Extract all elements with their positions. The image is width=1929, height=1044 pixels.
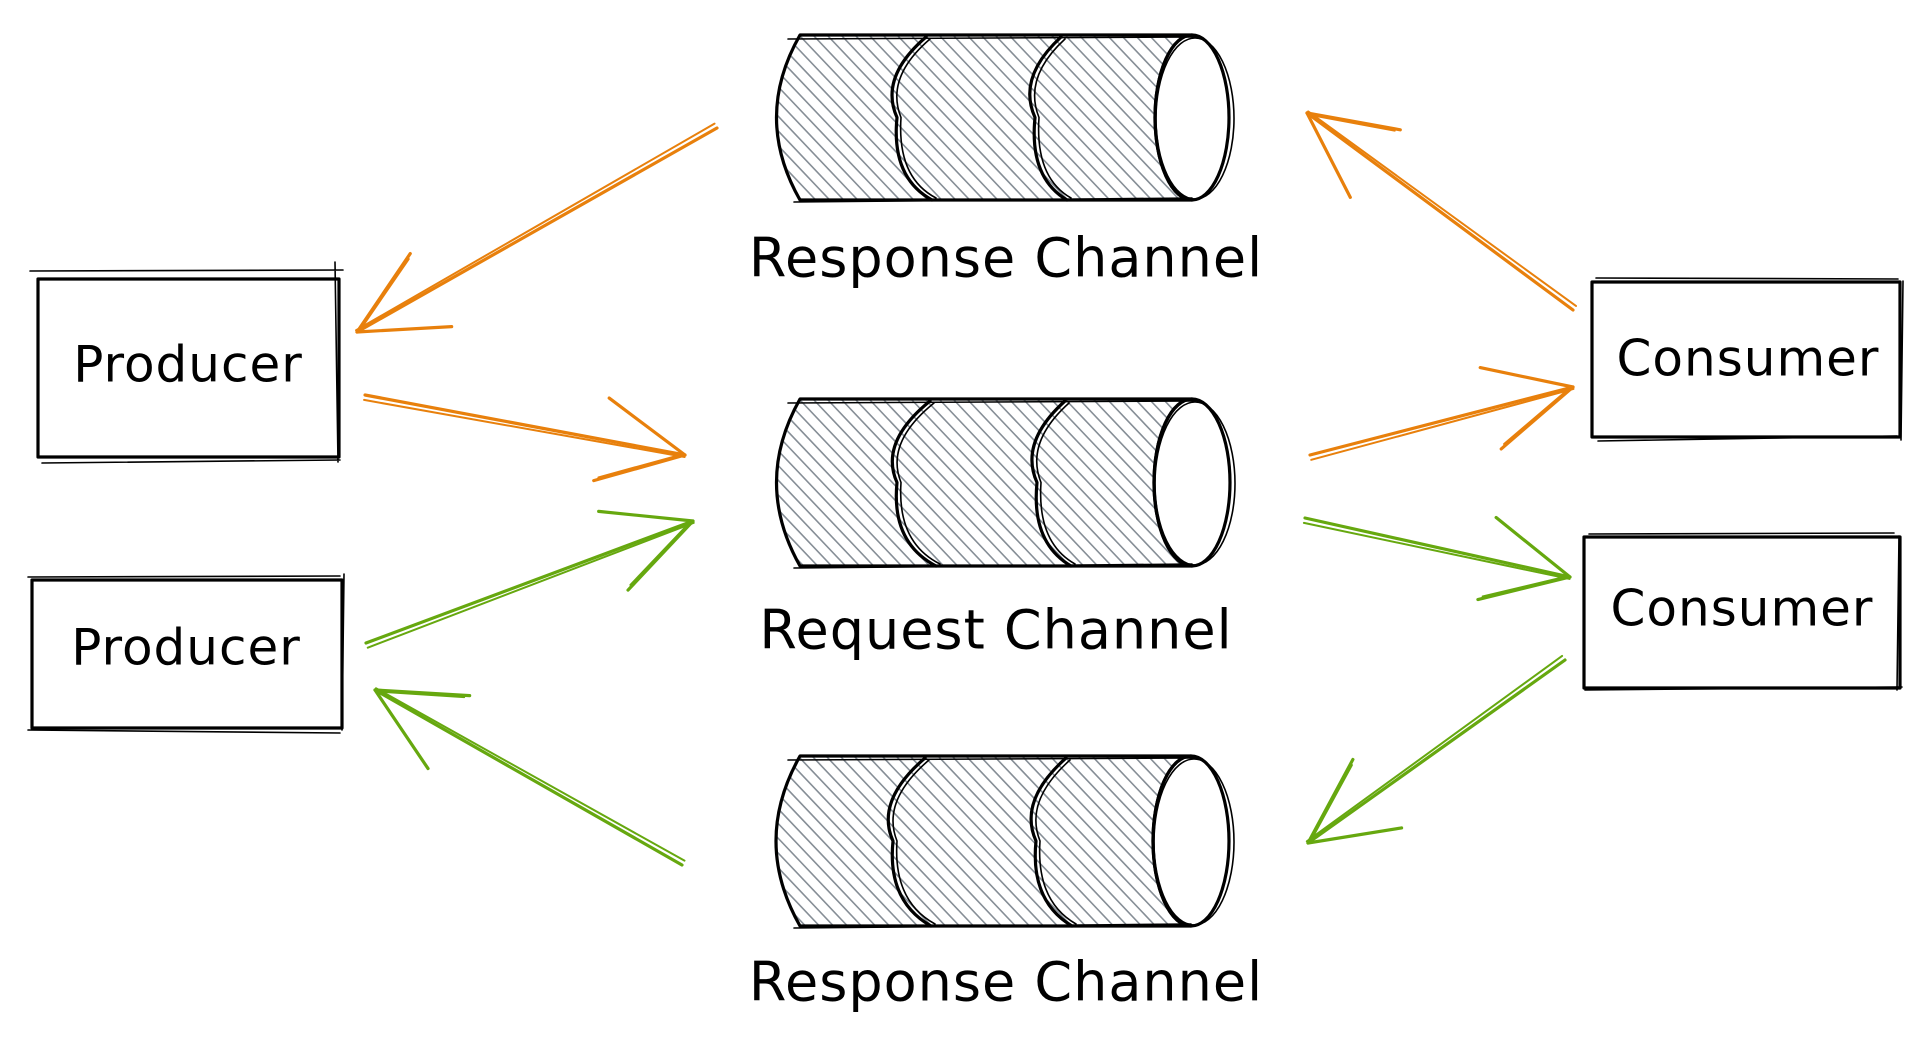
- arrow-shaft: [1305, 111, 1575, 312]
- response-channel-label: Response Channel: [749, 951, 1263, 1014]
- cylinder-end-cap: [1152, 397, 1232, 568]
- arrow-shaft: [355, 126, 719, 334]
- arrowhead-icon: [597, 509, 695, 592]
- segment-divider: [890, 35, 934, 202]
- arrowhead-icon: [1305, 111, 1402, 199]
- hatch-fill: [776, 399, 1192, 566]
- cylinder-sketch-echo: [787, 757, 1196, 929]
- segment-divider: [890, 399, 938, 568]
- response-channel-cylinder[interactable]: [560, 754, 1408, 929]
- arrow-shaft: [363, 393, 687, 457]
- arrowhead-icon: [1306, 757, 1404, 845]
- arrow-response-channel-bottom-to-producer-2[interactable]: [373, 687, 686, 867]
- hatch-fill: [776, 756, 1191, 926]
- arrowhead-icon: [355, 251, 454, 334]
- segment-divider: [1028, 35, 1069, 202]
- arrowhead-icon: [373, 688, 472, 771]
- arrowhead-icon: [1478, 366, 1575, 451]
- arrow-producer-2-to-request-channel[interactable]: [364, 509, 695, 649]
- arrow-response-channel-top-to-producer-1[interactable]: [355, 122, 719, 334]
- arrowhead-icon: [1476, 515, 1572, 602]
- response-channel-cylinder[interactable]: [561, 33, 1404, 203]
- arrow-shaft: [1308, 385, 1575, 457]
- consumer-label: Consumer: [1611, 580, 1874, 638]
- arrow-shaft: [1303, 516, 1572, 579]
- cylinder-end-cap: [1153, 33, 1231, 202]
- segment-divider: [886, 756, 933, 928]
- flow-arrows: [355, 110, 1577, 867]
- consumer-label: Consumer: [1617, 330, 1880, 388]
- producer-label: Producer: [73, 336, 303, 394]
- producer-node[interactable]: Producer: [27, 573, 345, 734]
- arrow-request-channel-to-consumer-1[interactable]: [1308, 366, 1575, 461]
- request-channel-cylinder[interactable]: [561, 397, 1406, 569]
- arrowhead-icon: [592, 396, 687, 483]
- arrow-request-channel-to-consumer-2[interactable]: [1302, 515, 1572, 602]
- consumer-node[interactable]: Consumer: [1582, 532, 1903, 691]
- cylinder-end-cap: [1151, 754, 1231, 928]
- arrow-consumer-2-to-response-channel-bottom[interactable]: [1305, 654, 1567, 845]
- arrow-consumer-1-to-response-channel-top[interactable]: [1305, 110, 1577, 312]
- segment-divider: [1030, 399, 1073, 568]
- segment-divider: [1029, 756, 1074, 928]
- response-channel-label: Response Channel: [749, 227, 1263, 290]
- consumer-node[interactable]: Consumer: [1590, 277, 1904, 442]
- cylinder-sketch-echo: [787, 36, 1197, 203]
- arrow-shaft: [364, 519, 695, 645]
- arrow-producer-1-to-request-channel[interactable]: [363, 393, 687, 483]
- producer-node[interactable]: Producer: [29, 261, 344, 464]
- hatch-fill: [776, 35, 1192, 200]
- request-channel-label: Request Channel: [759, 599, 1232, 662]
- arrow-shaft: [373, 688, 684, 867]
- arrow-shaft: [1306, 658, 1567, 845]
- cylinder-sketch-echo: [787, 400, 1197, 569]
- producer-label: Producer: [71, 619, 301, 677]
